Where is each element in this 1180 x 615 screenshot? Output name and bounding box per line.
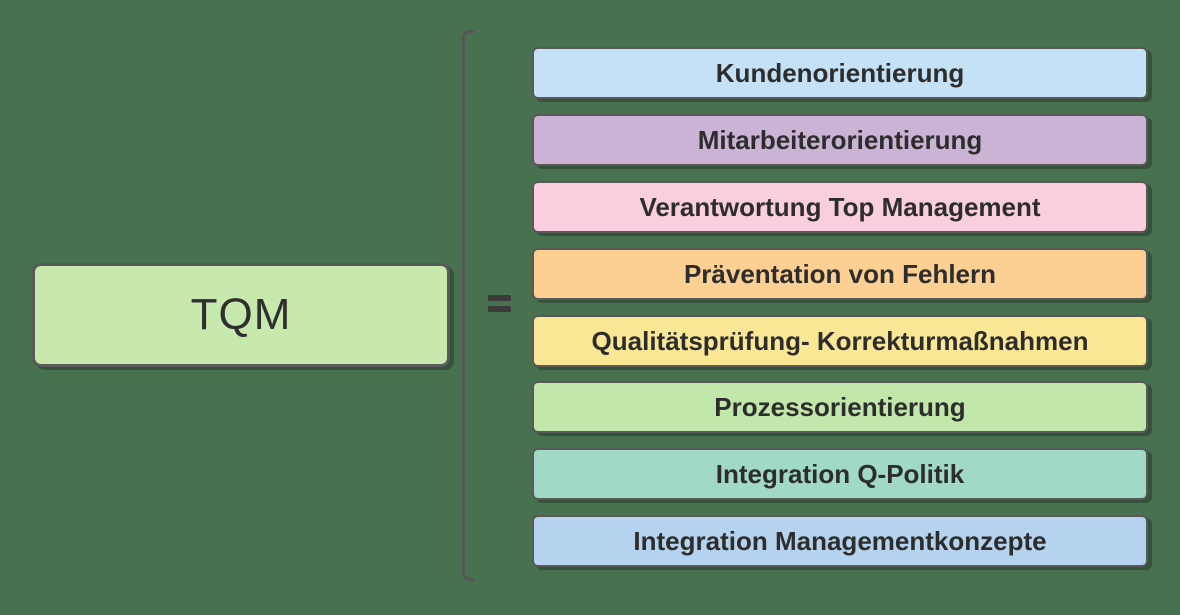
component-bar-mitarbeiterorientierung[interactable]: Mitarbeiterorientierung xyxy=(532,114,1148,166)
component-bar-integration-managementkonzepte[interactable]: Integration Managementkonzepte xyxy=(532,515,1148,567)
equals-top-stroke xyxy=(488,295,511,301)
component-list: Kundenorientierung Mitarbeiterorientieru… xyxy=(532,47,1148,572)
tqm-node[interactable]: TQM xyxy=(32,263,450,367)
component-label: Prozessorientierung xyxy=(714,391,966,422)
bracket-line xyxy=(462,30,474,581)
tqm-label: TQM xyxy=(190,290,292,339)
component-label: Qualitätsprüfung- Korrekturmaßnahmen xyxy=(591,325,1089,356)
component-label: Verantwortung Top Management xyxy=(639,191,1041,222)
component-bar-kundenorientierung[interactable]: Kundenorientierung xyxy=(532,47,1148,99)
component-label: Präventation von Fehlern xyxy=(683,258,997,289)
component-bar-qualitaetspruefung-korrekturmassnahmen[interactable]: Qualitätsprüfung- Korrekturmaßnahmen xyxy=(532,315,1148,367)
equals-bottom-stroke xyxy=(488,306,511,312)
component-label: Mitarbeiterorientierung xyxy=(697,124,983,155)
component-label: Integration Managementkonzepte xyxy=(633,525,1047,556)
component-label: Integration Q-Politik xyxy=(715,458,965,489)
equals-sign: = xyxy=(488,295,511,312)
component-label: Kundenorientierung xyxy=(715,57,965,88)
component-bar-praeventation-von-fehlern[interactable]: Präventation von Fehlern xyxy=(532,248,1148,300)
component-bar-prozessorientierung[interactable]: Prozessorientierung xyxy=(532,381,1148,433)
component-bar-integration-q-politik[interactable]: Integration Q-Politik xyxy=(532,448,1148,500)
component-bar-verantwortung-top-management[interactable]: Verantwortung Top Management xyxy=(532,181,1148,233)
